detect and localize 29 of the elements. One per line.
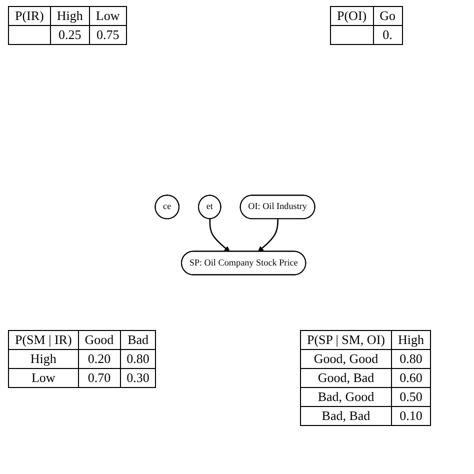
table-cell: High — [50, 6, 90, 26]
table-cell: P(OI) — [330, 6, 374, 26]
table-cell: High — [391, 330, 430, 350]
arrow — [258, 219, 279, 252]
table-cell: 0.80 — [391, 350, 430, 368]
table-cell: Good, Bad — [300, 368, 392, 388]
table-cell: 0.75 — [89, 26, 126, 44]
table-cell: 0. — [373, 26, 402, 44]
table-cell: Bad — [120, 330, 156, 350]
table-cell: Low — [8, 368, 78, 388]
table-cell: High — [8, 350, 78, 368]
arrow — [209, 219, 230, 252]
table-cell: Good, Good — [300, 350, 392, 368]
table-cell: 0.10 — [391, 406, 430, 426]
table-cell: 0.60 — [391, 368, 430, 388]
table-cell: P(SP | SM, OI) — [300, 330, 392, 350]
table-cell: 0.80 — [120, 350, 156, 368]
table-cell: Go — [373, 6, 402, 26]
table-cell: 0.30 — [120, 368, 156, 388]
table-cell: 0.50 — [391, 388, 430, 406]
table-cell: 0.70 — [78, 368, 120, 388]
table-cell: 0.25 — [50, 26, 90, 44]
table-cell: P(SM | IR) — [8, 330, 78, 350]
table-cell: Good — [78, 330, 120, 350]
table-cell: Bad, Bad — [300, 406, 392, 426]
table-cell: Low — [89, 6, 126, 26]
table-cell: P(IR) — [8, 6, 50, 26]
table-cell: 0.20 — [78, 350, 120, 368]
table-cell: Bad, Good — [300, 388, 392, 406]
